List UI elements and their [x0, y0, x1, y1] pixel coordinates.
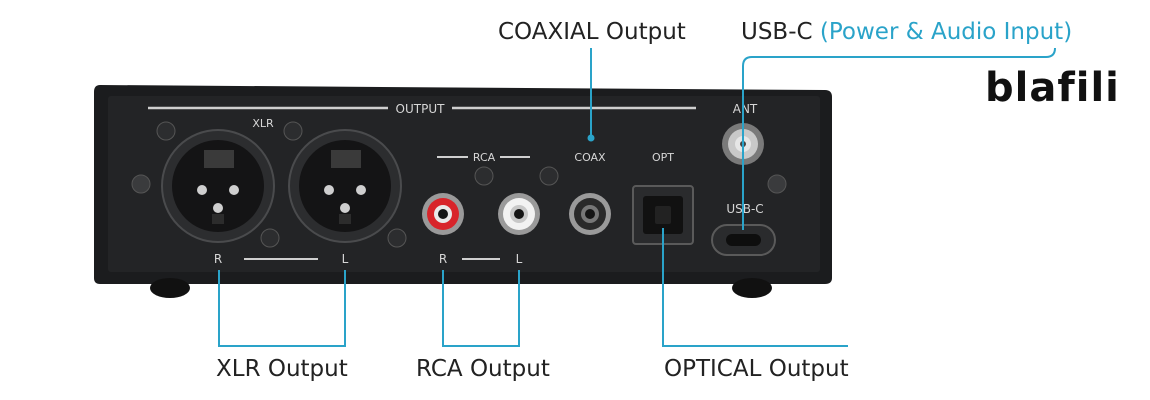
rca-label: RCA [473, 151, 496, 164]
rca-connector-left-white [498, 193, 540, 235]
optical-connector [632, 185, 694, 245]
rca-connector-right-red [422, 193, 464, 235]
xlr-connector-right [156, 121, 280, 248]
usb-c-callout-detail: (Power & Audio Input) [819, 19, 1073, 45]
rca-l-label: L [516, 252, 523, 266]
output-label: OUTPUT [396, 102, 446, 116]
xlr-connector-left [283, 121, 407, 248]
ant-label: ANT [733, 102, 758, 116]
coaxial-leader-dot [587, 134, 595, 142]
chassis-screw-left [131, 174, 151, 194]
optical-leader-line [662, 228, 848, 347]
coax-label: COAX [574, 151, 606, 164]
opt-label: OPT [652, 151, 674, 164]
xlr-leader-line [218, 270, 346, 347]
rca-output-callout: RCA Output [416, 356, 550, 382]
usb-c-callout: USB-C (Power & Audio Input) [741, 21, 1072, 44]
xlr-label: XLR [252, 117, 274, 130]
usb-c-port [711, 224, 776, 256]
rca-r-label: R [439, 252, 447, 266]
usb-c-callout-label: USB-C [741, 19, 813, 45]
usb-c-leader-line [742, 47, 1056, 230]
rca-screw-2 [539, 166, 559, 186]
rca-leader-line [442, 270, 520, 347]
device-foot-left [150, 278, 190, 298]
chassis-screw-right [767, 174, 787, 194]
rca-screw-1 [474, 166, 494, 186]
device-foot-right [732, 278, 772, 298]
brand-logo: blafili [985, 65, 1120, 111]
coaxial-output-callout: COAXIAL Output [498, 19, 686, 45]
xlr-r-label: R [214, 252, 222, 266]
xlr-output-callout: XLR Output [216, 356, 348, 382]
coax-connector [569, 193, 611, 235]
xlr-l-label: L [342, 252, 349, 266]
optical-output-callout: OPTICAL Output [664, 356, 849, 382]
usb-c-device-label: USB-C [726, 202, 763, 216]
